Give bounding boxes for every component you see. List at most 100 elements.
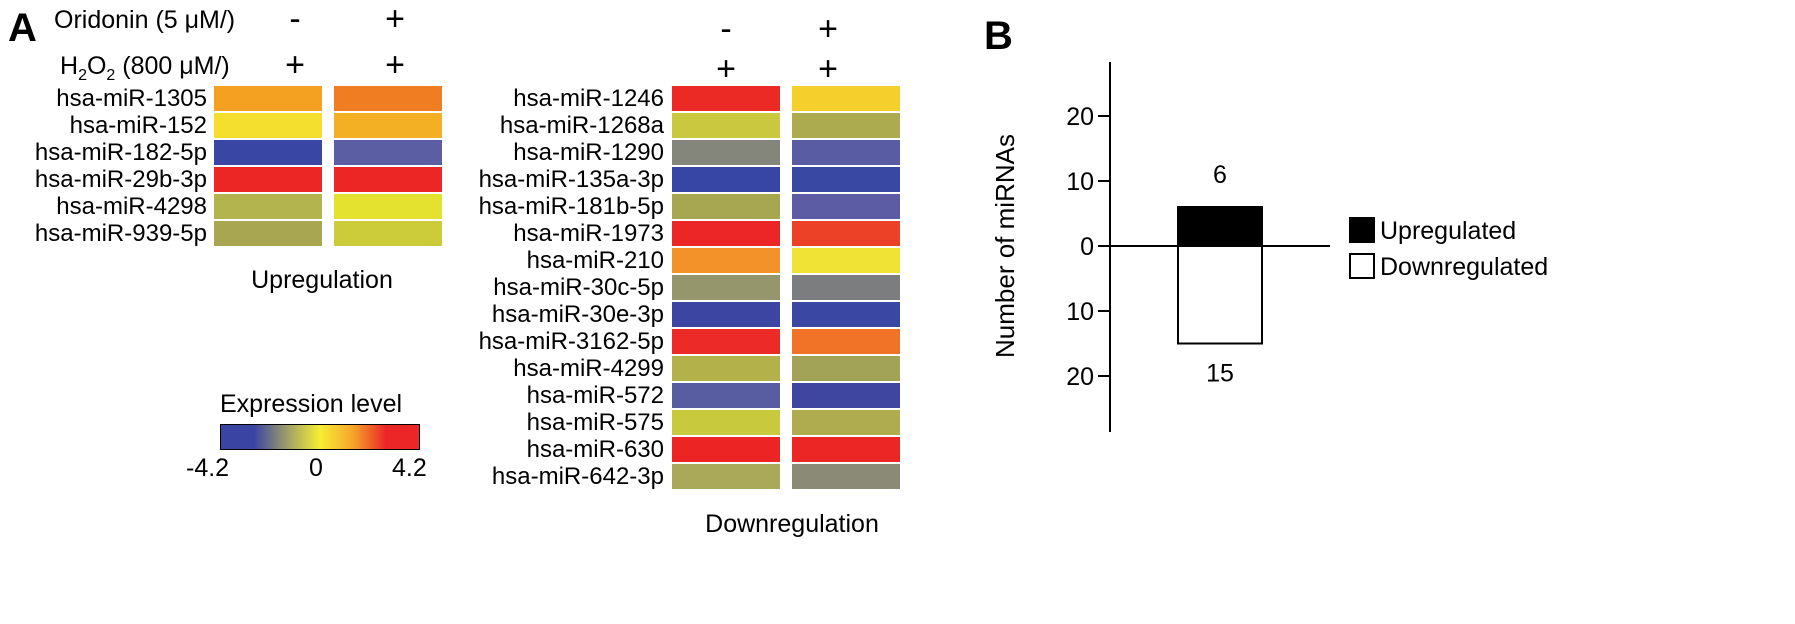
heatmap-cell (792, 356, 900, 381)
heatmap-cell (334, 167, 442, 192)
heatmap-cell (334, 113, 442, 138)
h2o2-o: O (86, 52, 107, 80)
upregulated-bar (1177, 206, 1263, 247)
heatmap-cell (214, 86, 322, 111)
y-tick-label: 10 (1066, 168, 1094, 196)
colorbar: Expression level -4.2 0 4.2 (186, 390, 436, 490)
heatmap-cell (792, 383, 900, 408)
heatmap-cell (672, 86, 780, 111)
heatmap-row-label: hsa-miR-1290 (513, 138, 664, 166)
heatmap-cell (792, 437, 900, 462)
heatmap-cell (334, 140, 442, 165)
colorbar-gradient (220, 424, 420, 450)
panel-letter-a: A (8, 6, 37, 50)
heatmap-row-label: hsa-miR-1268a (499, 111, 664, 139)
heatmap-row-label: hsa-miR-135a-3p (478, 165, 664, 193)
heatmap-cell (672, 221, 780, 246)
legend-swatch (1349, 217, 1375, 243)
heatmap-row-label: hsa-miR-181b-5p (478, 192, 664, 220)
heatmap-row-label: hsa-miR-29b-3p (34, 165, 207, 193)
y-tick-label: 0 (1080, 233, 1094, 261)
heatmap-cell (792, 167, 900, 192)
legend-label: Downregulated (1380, 253, 1548, 281)
down-h2o2-sign-col2: + (818, 50, 838, 88)
heatmap-cell (334, 194, 442, 219)
heatmap-row-label: hsa-miR-642-3p (491, 462, 664, 490)
colorbar-max-label: 4.2 (392, 454, 427, 482)
downregulated-bar (1177, 245, 1263, 345)
down-oridonin-sign-col2: + (818, 10, 838, 48)
legend-label: Upregulated (1380, 217, 1516, 245)
heatmap-cell (214, 221, 322, 246)
y-tick-label: 20 (1066, 103, 1094, 131)
heatmap-cell (792, 275, 900, 300)
heatmap-row-label: hsa-miR-3162-5p (478, 327, 664, 355)
heatmap-row-label: hsa-miR-1973 (513, 219, 664, 247)
legend-swatch (1349, 253, 1375, 279)
heatmap-cell (672, 248, 780, 273)
heatmap-cell (672, 302, 780, 327)
heatmap-cell (334, 86, 442, 111)
heatmap-row-label: hsa-miR-1305 (56, 84, 207, 112)
downregulation-caption: Downregulation (705, 510, 879, 538)
heatmap-row-label: hsa-miR-630 (526, 435, 664, 463)
heatmap-cell (672, 383, 780, 408)
heatmap-cell (792, 221, 900, 246)
heatmap-cell (214, 167, 322, 192)
heatmap-row-label: hsa-miR-572 (526, 381, 664, 409)
heatmap-row-label: hsa-miR-939-5p (34, 219, 207, 247)
h2o2-sub1: 2 (78, 67, 87, 84)
heatmap-row-label: hsa-miR-30e-3p (491, 300, 664, 328)
h2o2-sign-col2: + (385, 46, 405, 84)
bar-value-label: 15 (1206, 360, 1234, 388)
heatmap-cell (672, 410, 780, 435)
heatmap-cell (672, 275, 780, 300)
heatmap-cell (672, 113, 780, 138)
upregulation-caption: Upregulation (251, 266, 393, 294)
heatmap-cell (792, 140, 900, 165)
heatmap-cell (672, 356, 780, 381)
oridonin-sign-col1: - (289, 0, 301, 38)
heatmap-cell (792, 329, 900, 354)
heatmap-cell (214, 140, 322, 165)
h2o2-h: H (60, 52, 79, 80)
h2o2-label: H2O2 (800 μM/) (60, 52, 230, 85)
down-oridonin-sign-col1: - (720, 10, 732, 48)
heatmap-cell (672, 329, 780, 354)
heatmap-cell (672, 140, 780, 165)
heatmap-row-label: hsa-miR-575 (526, 408, 664, 436)
y-tick-label: 10 (1066, 298, 1094, 326)
heatmap-cell (792, 86, 900, 111)
h2o2-sub2: 2 (106, 67, 116, 84)
bar-value-label: 6 (1213, 161, 1227, 189)
heatmap-cell (792, 410, 900, 435)
y-tick-label: 20 (1066, 363, 1094, 391)
heatmap-cell (672, 437, 780, 462)
heatmap-row-label: hsa-miR-182-5p (34, 138, 207, 166)
colorbar-min-label: -4.2 (186, 454, 230, 482)
heatmap-cell (672, 194, 780, 219)
down-h2o2-sign-col1: + (716, 50, 736, 88)
heatmap-cell (792, 248, 900, 273)
panel-letter-b: B (984, 14, 1013, 58)
heatmap-row-label: hsa-miR-30c-5p (493, 273, 664, 301)
heatmap-cell (792, 302, 900, 327)
heatmap-row-label: hsa-miR-4298 (56, 192, 207, 220)
heatmap-cell (214, 113, 322, 138)
heatmap-cell (334, 221, 442, 246)
h2o2-sign-col1: + (285, 46, 305, 84)
heatmap-cell (792, 464, 900, 489)
heatmap-cell (214, 194, 322, 219)
y-axis-label: Number of miRNAs (990, 134, 1020, 358)
heatmap-cell (672, 464, 780, 489)
heatmap-cell (672, 167, 780, 192)
heatmap-cell (792, 113, 900, 138)
oridonin-sign-col2: + (385, 0, 405, 38)
heatmap-row-label: hsa-miR-152 (69, 111, 207, 139)
heatmap-row-label: hsa-miR-210 (526, 246, 664, 274)
h2o2-conc: (800 μM/) (115, 52, 230, 80)
heatmap-row-label: hsa-miR-4299 (513, 354, 664, 382)
heatmap-row-label: hsa-miR-1246 (513, 84, 664, 112)
colorbar-mid-label: 0 (309, 454, 323, 482)
